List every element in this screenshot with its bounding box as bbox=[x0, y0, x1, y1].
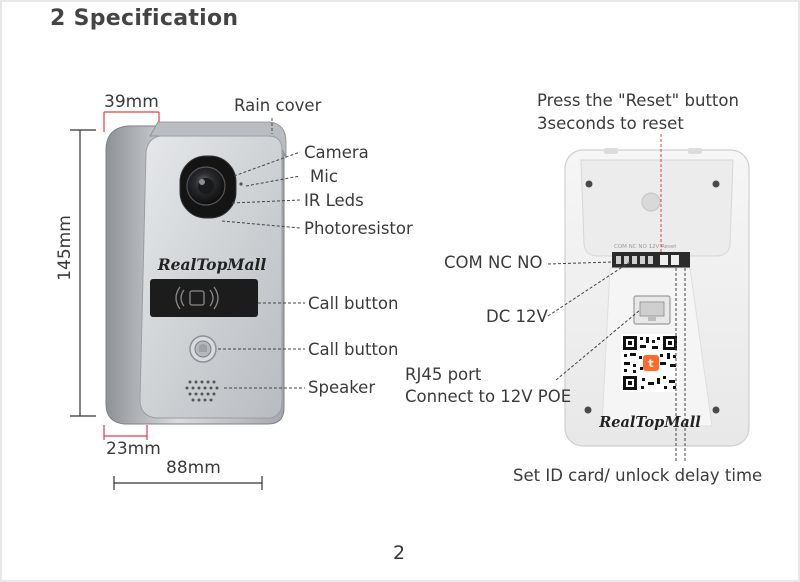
dimension-depth-label: 23mm bbox=[106, 439, 161, 459]
dimension-depth bbox=[103, 425, 148, 440]
back-unit: COM NC NO 12V Reset bbox=[564, 148, 750, 447]
label-rain-cover: Rain cover bbox=[234, 96, 322, 115]
label-speaker: Speaker bbox=[308, 378, 376, 397]
dimension-height-label: 145mm bbox=[55, 215, 75, 281]
page-border-bottom bbox=[0, 580, 800, 582]
label-mic: Mic bbox=[310, 167, 338, 186]
label-reset-line2: 3seconds to reset bbox=[537, 114, 684, 133]
brand-logo-front: RealTopMall bbox=[157, 255, 267, 274]
label-call-button-2: Call button bbox=[308, 340, 399, 359]
label-rj45-line1: RJ45 port bbox=[405, 365, 482, 384]
dimension-width bbox=[113, 476, 263, 490]
dimension-width-label: 88mm bbox=[166, 458, 221, 478]
label-reset-line1: Press the "Reset" button bbox=[537, 91, 739, 110]
label-camera: Camera bbox=[304, 143, 369, 162]
label-photoresistor: Photoresistor bbox=[304, 219, 413, 238]
back-leaders bbox=[547, 261, 686, 462]
label-dc12v: DC 12V bbox=[486, 307, 548, 326]
label-rj45-line2: Connect to 12V POE bbox=[405, 387, 572, 406]
rfid-icon bbox=[175, 286, 219, 310]
svg-text:t: t bbox=[648, 357, 653, 370]
front-leaders bbox=[218, 118, 305, 389]
dimension-height bbox=[70, 129, 96, 417]
page-number: 2 bbox=[393, 542, 406, 564]
svg-text:COM NC NO 12V Reset: COM NC NO 12V Reset bbox=[614, 244, 677, 250]
speaker-grille bbox=[185, 380, 219, 402]
brand-logo-back: RealTopMall bbox=[598, 414, 701, 431]
label-set-id-card: Set ID card/ unlock delay time bbox=[513, 466, 763, 485]
label-com-nc-no: COM NC NO bbox=[444, 253, 543, 272]
page-border-right bbox=[798, 0, 800, 582]
qr-code: t bbox=[621, 334, 679, 392]
label-call-button-1: Call button bbox=[308, 294, 399, 313]
label-ir-leds: IR Leds bbox=[304, 191, 364, 210]
page-border-top bbox=[0, 0, 800, 2]
dimension-width-top-label: 39mm bbox=[104, 92, 159, 112]
page-border-left bbox=[0, 0, 2, 582]
bell-icon bbox=[199, 344, 207, 352]
page-title: 2 Specification bbox=[50, 6, 239, 31]
